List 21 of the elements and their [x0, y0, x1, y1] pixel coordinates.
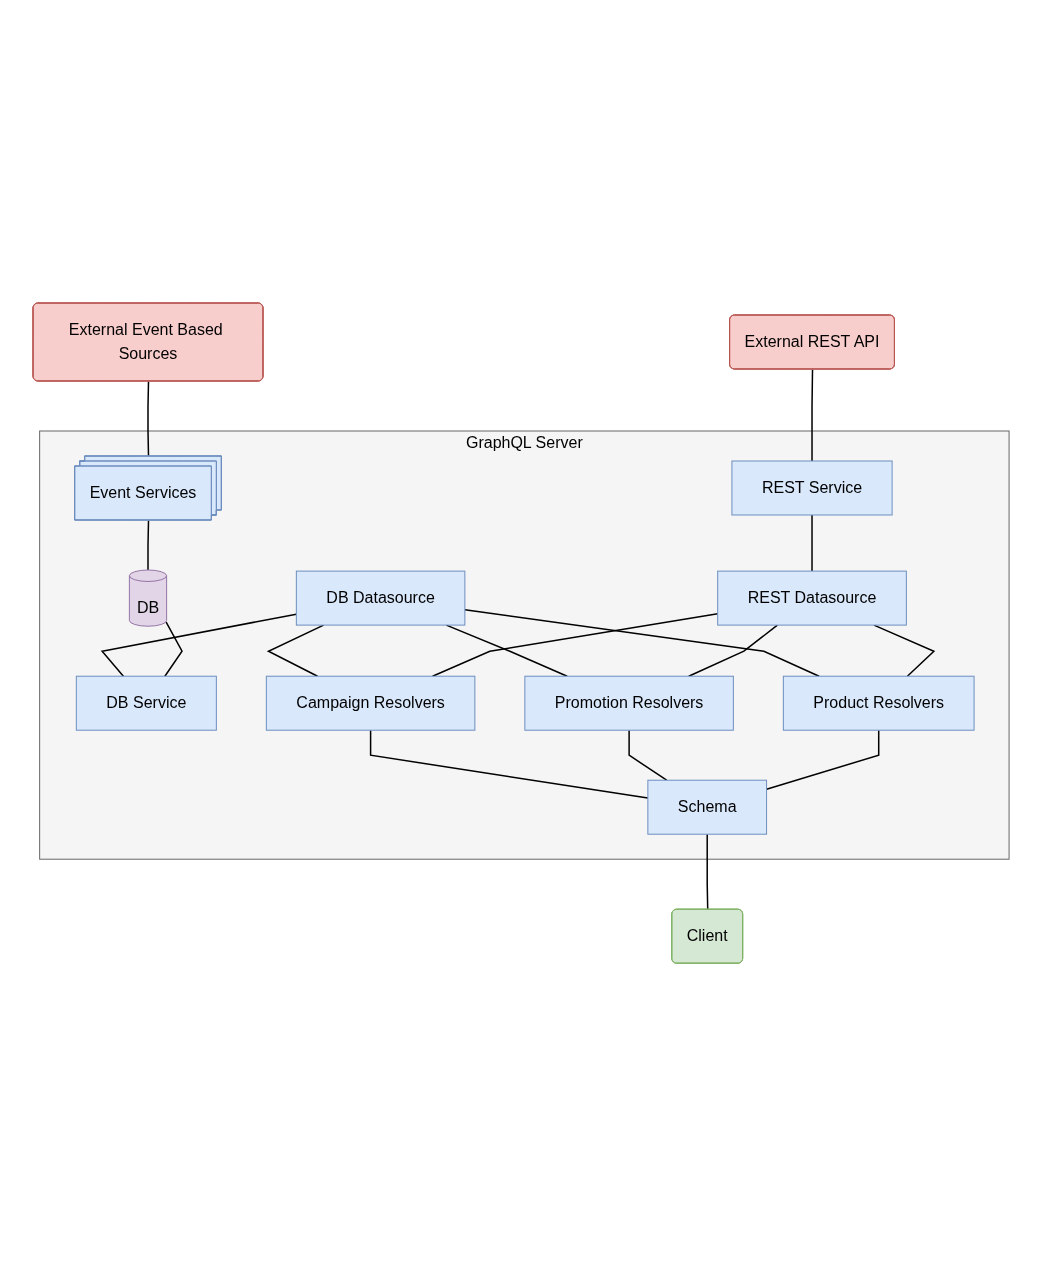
connector [464, 608, 821, 677]
connector [147, 519, 150, 571]
connector [811, 368, 814, 462]
connector [101, 613, 298, 677]
connector [706, 833, 709, 911]
connector [811, 514, 814, 572]
node-box: Promotion Resolvers [524, 675, 735, 731]
node-box: DB Datasource [296, 570, 466, 626]
connector [446, 624, 569, 677]
node-box: DB Service [76, 675, 218, 731]
node-box: REST Datasource [717, 570, 908, 626]
connector [873, 624, 936, 677]
node-box: REST Service [731, 460, 894, 516]
connector [432, 612, 719, 677]
node-box: Campaign Resolvers [266, 675, 476, 731]
connector [370, 729, 650, 799]
node-box: Product Resolvers [783, 675, 975, 731]
connector [766, 729, 880, 790]
connector [628, 729, 668, 781]
connector [688, 624, 779, 677]
node-box: Schema [647, 779, 768, 835]
